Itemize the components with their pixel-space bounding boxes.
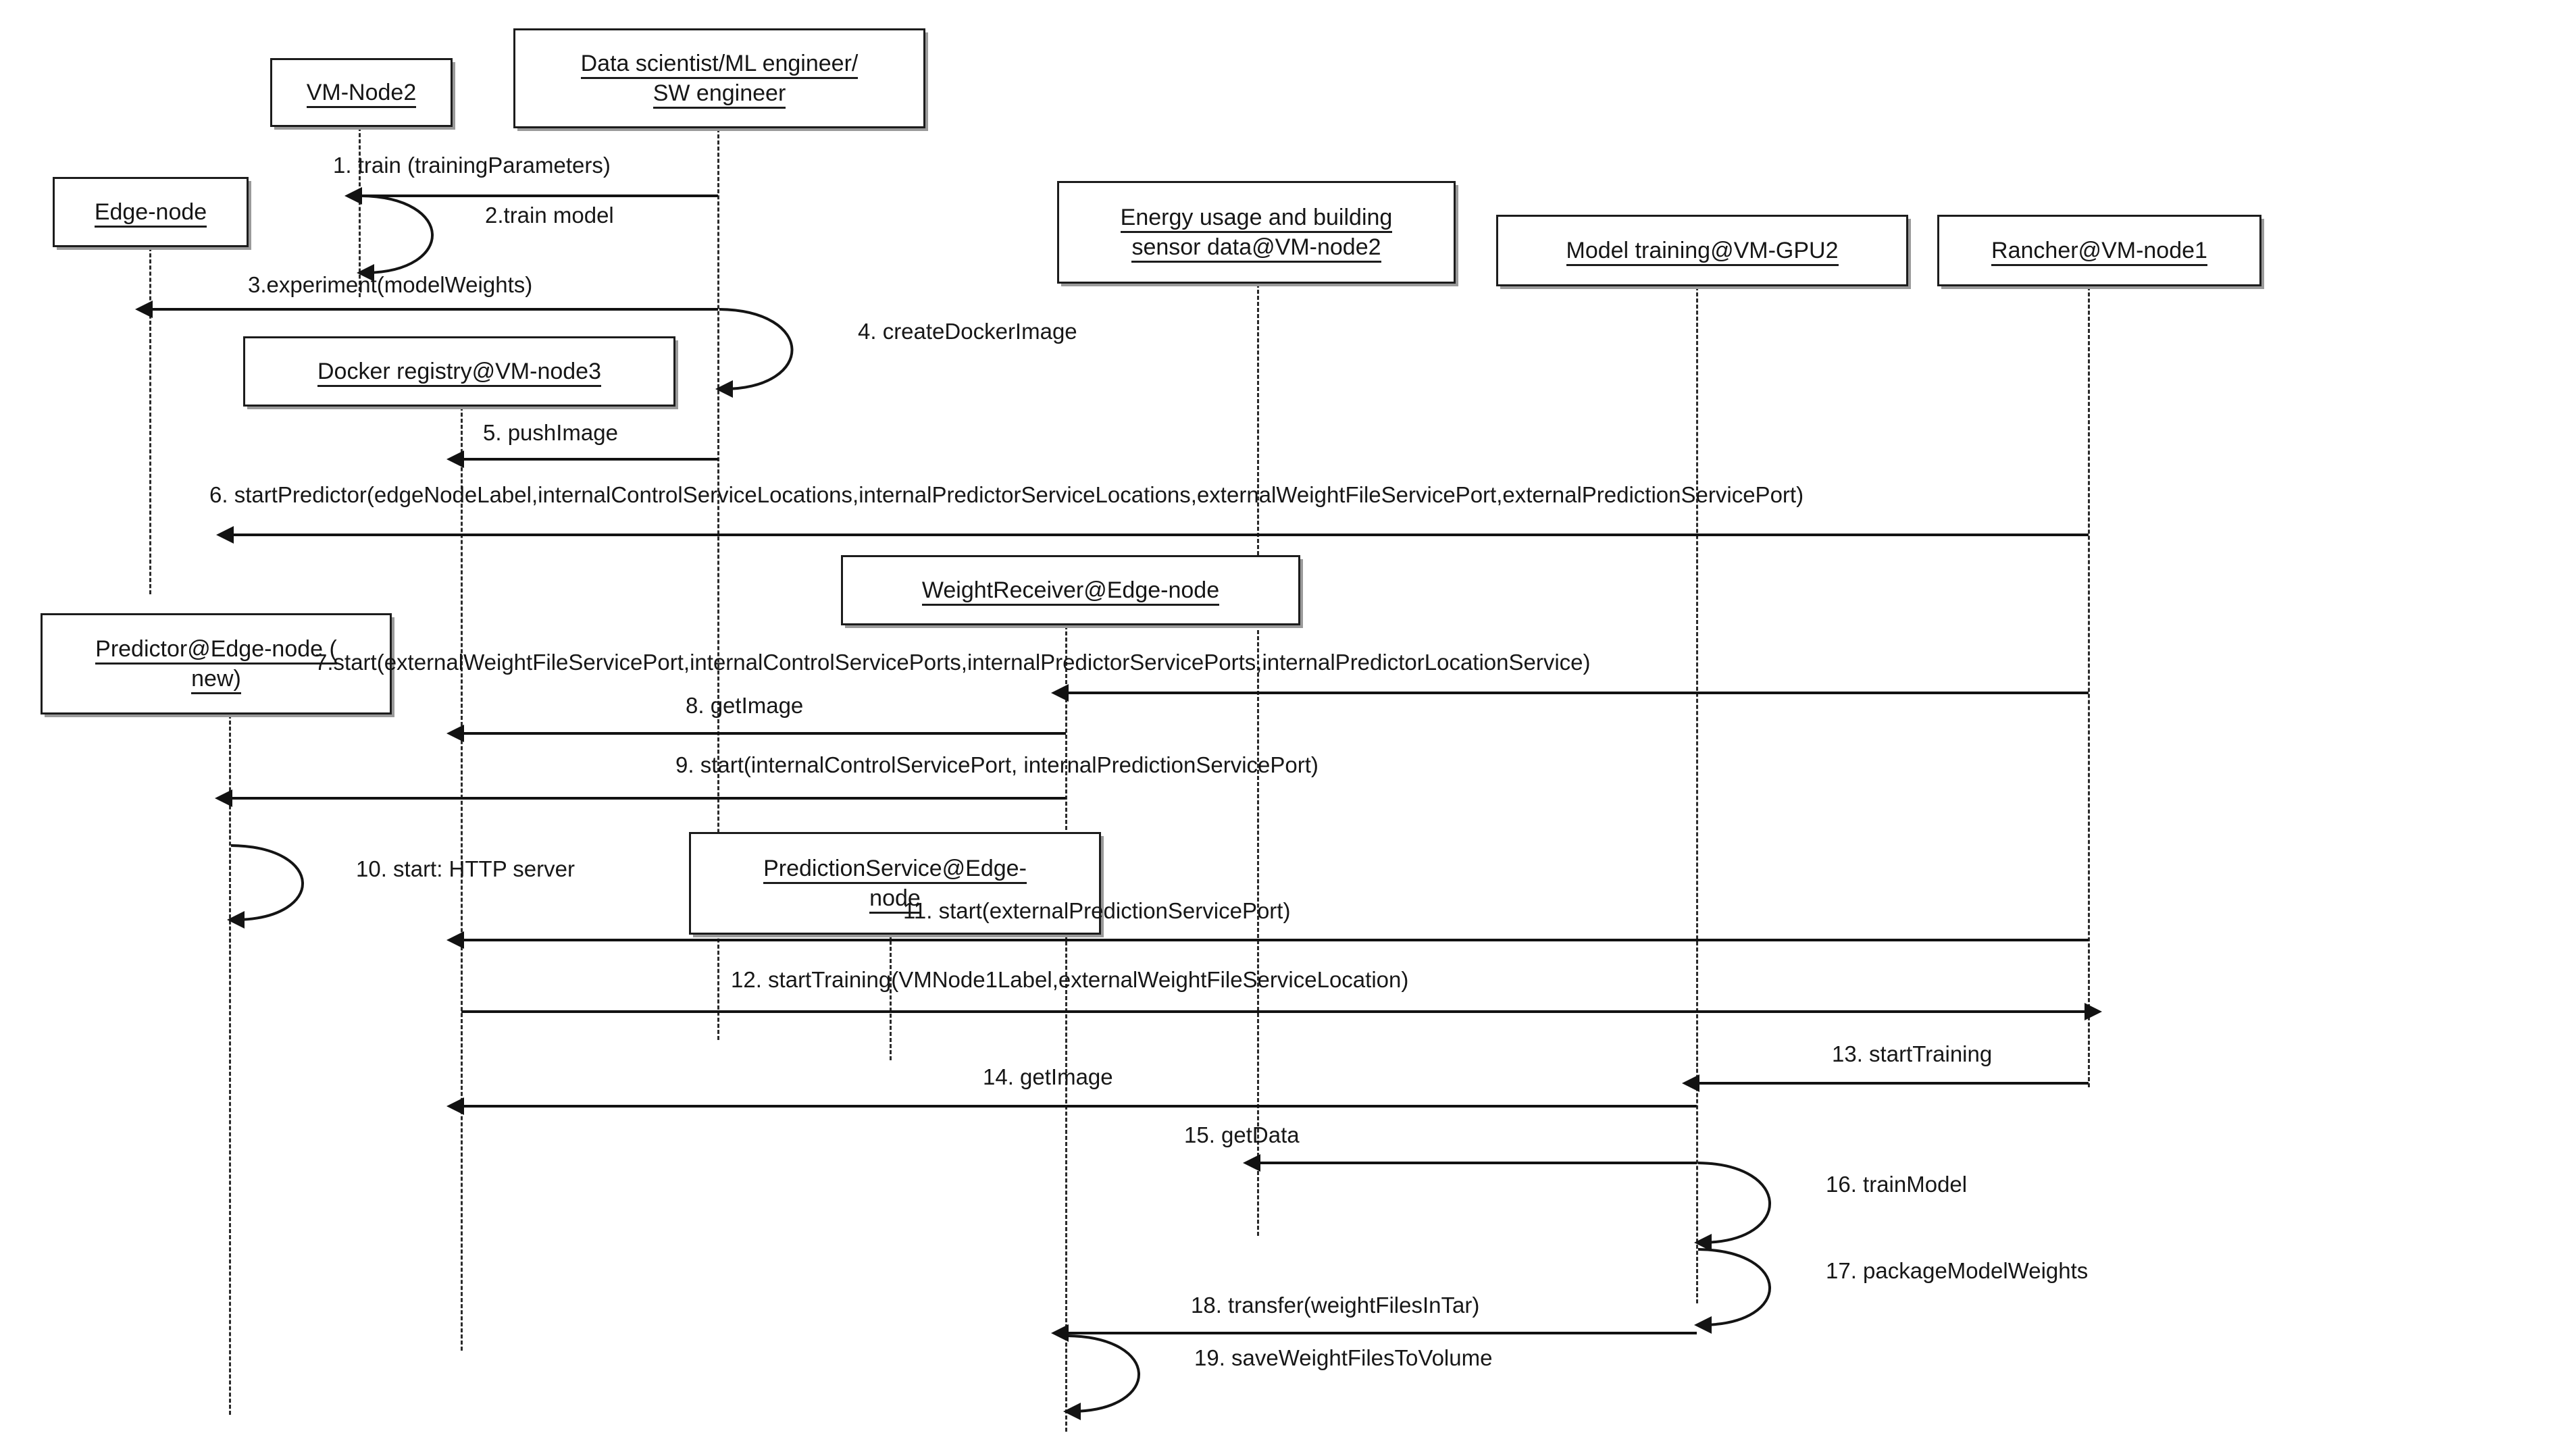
lifeline-model-training bbox=[1696, 286, 1698, 1303]
self-message-16 bbox=[1689, 1156, 1816, 1263]
participant-vm-node2[interactable]: VM-Node2 bbox=[270, 58, 453, 127]
message-line-7 bbox=[1069, 692, 2089, 694]
message-label-6: 6. startPredictor(edgeNodeLabel,internal… bbox=[209, 482, 1804, 507]
message-arrowhead-8 bbox=[446, 725, 464, 742]
message-line-8 bbox=[464, 732, 1066, 735]
lifeline-weight-receiver bbox=[1065, 625, 1067, 1432]
participant-label-predictor-edge-node: Predictor@Edge-node (new) bbox=[88, 634, 344, 694]
message-label-7: 7.start(externalWeightFileServicePort,in… bbox=[315, 650, 1591, 675]
message-label-17: 17. packageModelWeights bbox=[1826, 1258, 2089, 1283]
message-line-13 bbox=[1699, 1082, 2089, 1085]
message-line-6 bbox=[234, 534, 2089, 536]
message-line-1 bbox=[362, 194, 718, 197]
message-arrowhead-1 bbox=[344, 187, 362, 205]
message-arrowhead-18 bbox=[1051, 1324, 1069, 1342]
self-message-17 bbox=[1689, 1243, 1816, 1345]
message-arrowhead-9 bbox=[215, 789, 232, 807]
lifeline-predictor-edge-node bbox=[229, 714, 231, 1415]
lifeline-vm-node2 bbox=[359, 127, 361, 297]
participant-label-vm-node2: VM-Node2 bbox=[300, 78, 424, 108]
message-label-5: 5. pushImage bbox=[483, 420, 618, 445]
lifeline-prediction-service bbox=[890, 935, 892, 1060]
message-label-13: 13. startTraining bbox=[1832, 1041, 1993, 1066]
message-line-3 bbox=[153, 308, 718, 311]
message-label-1: 1. train (trainingParameters) bbox=[333, 153, 611, 178]
self-message-19 bbox=[1058, 1329, 1185, 1432]
participant-model-training[interactable]: Model training@VM-GPU2 bbox=[1496, 215, 1908, 286]
message-label-12: 12. startTraining(VMNode1Label,externalW… bbox=[731, 967, 1409, 992]
participant-label-docker-registry: Docker registry@VM-node3 bbox=[311, 357, 608, 387]
participant-label-model-training: Model training@VM-GPU2 bbox=[1560, 236, 1845, 266]
participant-edge-node[interactable]: Edge-node bbox=[53, 177, 249, 247]
message-line-18 bbox=[1069, 1332, 1697, 1334]
message-label-14: 14. getImage bbox=[983, 1064, 1113, 1089]
message-arrowhead-15 bbox=[1243, 1154, 1260, 1172]
participant-rancher[interactable]: Rancher@VM-node1 bbox=[1937, 215, 2261, 286]
participant-predictor-edge-node[interactable]: Predictor@Edge-node (new) bbox=[41, 613, 392, 714]
message-label-15: 15. getData bbox=[1184, 1122, 1300, 1147]
participant-prediction-service[interactable]: PredictionService@Edge-node bbox=[689, 832, 1101, 935]
message-arrowhead-3 bbox=[135, 301, 153, 318]
message-line-14 bbox=[464, 1105, 1697, 1108]
message-label-4: 4. createDockerImage bbox=[858, 319, 1077, 344]
message-label-2: 2.train model bbox=[485, 203, 614, 228]
message-label-16: 16. trainModel bbox=[1826, 1172, 1968, 1197]
participant-label-prediction-service: PredictionService@Edge-node bbox=[757, 854, 1033, 914]
message-label-3: 3.experiment(modelWeights) bbox=[248, 272, 533, 297]
self-message-2 bbox=[351, 189, 478, 293]
message-line-12 bbox=[461, 1010, 2086, 1013]
message-label-8: 8. getImage bbox=[686, 693, 804, 718]
message-line-5 bbox=[464, 458, 718, 461]
participant-label-data-scientist: Data scientist/ML engineer/SW engineer bbox=[574, 49, 865, 109]
message-line-9 bbox=[232, 797, 1066, 800]
message-line-11 bbox=[464, 939, 2089, 941]
message-label-10: 10. start: HTTP server bbox=[356, 856, 575, 881]
message-label-18: 18. transfer(weightFilesInTar) bbox=[1191, 1293, 1480, 1318]
self-message-4 bbox=[710, 303, 838, 409]
lifeline-docker-registry bbox=[461, 407, 463, 1351]
message-arrowhead-12 bbox=[2084, 1003, 2102, 1020]
lifeline-energy-sensor-data bbox=[1257, 284, 1259, 1236]
message-arrowhead-14 bbox=[446, 1097, 464, 1115]
message-label-11: 11. start(externalPredictionServicePort) bbox=[903, 898, 1291, 923]
self-message-10 bbox=[222, 839, 349, 940]
message-line-15 bbox=[1260, 1162, 1697, 1164]
lifeline-data-scientist bbox=[717, 128, 719, 1040]
participant-label-weight-receiver: WeightReceiver@Edge-node bbox=[915, 575, 1226, 606]
message-arrowhead-7 bbox=[1051, 684, 1069, 702]
message-arrowhead-6 bbox=[216, 526, 234, 544]
message-arrowhead-11 bbox=[446, 931, 464, 949]
lifeline-rancher bbox=[2088, 286, 2090, 1087]
message-arrowhead-5 bbox=[446, 450, 464, 468]
participant-label-rancher: Rancher@VM-node1 bbox=[1985, 236, 2214, 266]
message-label-9: 9. start(internalControlServicePort, int… bbox=[675, 752, 1319, 777]
participant-data-scientist[interactable]: Data scientist/ML engineer/SW engineer bbox=[513, 28, 925, 128]
participant-weight-receiver[interactable]: WeightReceiver@Edge-node bbox=[841, 555, 1300, 625]
participant-docker-registry[interactable]: Docker registry@VM-node3 bbox=[243, 336, 675, 407]
message-arrowhead-13 bbox=[1682, 1074, 1699, 1092]
message-label-19: 19. saveWeightFilesToVolume bbox=[1194, 1345, 1493, 1370]
participant-label-edge-node: Edge-node bbox=[88, 197, 213, 228]
lifeline-edge-node bbox=[149, 247, 151, 594]
